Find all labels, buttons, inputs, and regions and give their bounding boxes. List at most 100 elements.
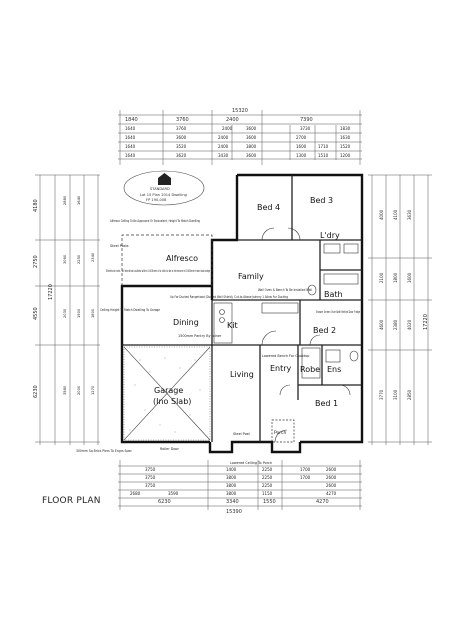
svg-text:1640: 1640 (125, 126, 136, 131)
svg-text:1600: 1600 (407, 272, 412, 283)
note-alfresco-ceiling: Alfresco Ceiling To Be Approved Or Equiv… (110, 219, 200, 223)
room-bed2: Bed 2 (313, 326, 336, 335)
svg-text:3600: 3600 (246, 135, 257, 140)
svg-text:3620: 3620 (176, 153, 187, 158)
dim-left-4: 6230 (33, 385, 39, 398)
svg-text:3600: 3600 (176, 135, 187, 140)
svg-text:2400: 2400 (218, 144, 229, 149)
svg-text:2680: 2680 (130, 491, 141, 496)
note-bench: Lowered Bench For Cooktop (262, 354, 309, 358)
dim-top-total: 15320 (232, 108, 248, 114)
svg-text:2600: 2600 (326, 475, 337, 480)
svg-text:3630: 3630 (407, 209, 412, 220)
svg-text:2400: 2400 (218, 135, 229, 140)
svg-text:3800: 3800 (226, 491, 237, 496)
room-bath: Bath (324, 290, 343, 299)
svg-text:1700: 1700 (300, 467, 311, 472)
dim-top-3: 2400 (226, 117, 239, 123)
room-robe: Robe (300, 365, 320, 374)
note-pantry: 1500mm Pantry By Joiner (178, 334, 222, 338)
room-porch: Porch (274, 430, 287, 436)
room-ens: Ens (327, 365, 341, 374)
garage-stipple (129, 357, 201, 433)
svg-text:3760: 3760 (176, 126, 187, 131)
svg-text:3730: 3730 (300, 126, 311, 131)
dim-top-4: 7390 (300, 117, 313, 123)
svg-text:2340: 2340 (91, 252, 95, 262)
note-garage-ceiling: Ceiling Height To Match Dwelling To Gara… (100, 308, 160, 312)
svg-text:2880: 2880 (63, 195, 67, 205)
room-kit: Kit (227, 321, 238, 330)
note-rangehood: Up For Ducted Rangehood (Ducted Wall Shi… (170, 295, 288, 299)
note-wall-oven: Wall Oven & Bench To Be Installed Wall (258, 288, 312, 292)
svg-text:Lot 15 Plan 2014 Dwelling: Lot 15 Plan 2014 Dwelling (140, 193, 187, 197)
dim-right-2: 2100 (379, 272, 384, 283)
svg-text:STANDARD: STANDARD (150, 187, 170, 191)
svg-text:3800: 3800 (246, 144, 257, 149)
left-dimension-strings (35, 174, 100, 445)
room-entry: Entry (270, 364, 292, 373)
svg-text:1600: 1600 (296, 144, 307, 149)
room-bed4: Bed 4 (257, 203, 280, 212)
note-electrical: Electrical note - All electrical outlets… (106, 269, 210, 273)
svg-text:1270: 1270 (91, 385, 95, 395)
dim-left-3: 4550 (33, 307, 39, 320)
svg-text:3770: 3770 (379, 389, 384, 400)
svg-text:3580: 3580 (63, 385, 67, 395)
dim-top-1: 1840 (125, 117, 138, 123)
svg-text:3750: 3750 (145, 483, 156, 488)
svg-text:3750: 3750 (145, 467, 156, 472)
svg-text:2600: 2600 (326, 483, 337, 488)
dim-right-total: 17220 (423, 314, 429, 330)
svg-text:FP 190-008: FP 190-008 (146, 198, 167, 202)
top-dimension-strings (118, 110, 362, 165)
svg-text:4270: 4270 (326, 491, 337, 496)
dim-right-1: 4000 (379, 209, 384, 220)
svg-text:2250: 2250 (77, 254, 81, 264)
dim-top-2: 3760 (176, 117, 189, 123)
svg-text:2700: 2700 (296, 135, 307, 140)
svg-text:1640: 1640 (125, 153, 136, 158)
note-roller-door: Roller Door (160, 447, 179, 451)
door-swings (261, 227, 351, 443)
dim-bottom-4: 4270 (316, 499, 329, 505)
svg-text:1520: 1520 (340, 144, 351, 149)
svg-text:1300: 1300 (296, 153, 307, 158)
room-dining: Dining (173, 318, 199, 327)
note-steel-posts: Steel Posts (110, 244, 129, 248)
svg-text:1400: 1400 (226, 467, 237, 472)
fixtures (213, 243, 359, 379)
svg-text:3430: 3430 (218, 153, 229, 158)
svg-text:2400: 2400 (222, 126, 233, 131)
svg-text:4100: 4100 (393, 209, 398, 220)
svg-text:2380: 2380 (393, 319, 398, 330)
svg-text:1710: 1710 (318, 144, 329, 149)
internal-walls (122, 175, 362, 442)
svg-text:1630: 1630 (340, 135, 351, 140)
room-living: Living (230, 370, 254, 379)
svg-text:2250: 2250 (262, 467, 273, 472)
svg-text:2000: 2000 (77, 385, 81, 395)
svg-text:4020: 4020 (407, 319, 412, 330)
note-piers: 300mm Sq Brick Piers To Engrs Spec (76, 449, 132, 453)
svg-text:1800: 1800 (91, 308, 95, 318)
room-bed3: Bed 3 (310, 196, 333, 205)
builder-logo-stamp: STANDARD Lot 15 Plan 2014 Dwelling FP 19… (123, 170, 205, 206)
dim-bottom-1: 6230 (158, 499, 171, 505)
svg-text:1150: 1150 (262, 491, 273, 496)
note-porch-ceiling: Lowered Ceiling To Porch (230, 461, 272, 465)
bottom-dimension-strings (118, 460, 362, 510)
room-garage-sub: (Ino Slab) (153, 397, 191, 406)
alfresco-outline (121, 234, 213, 286)
svg-text:1640: 1640 (77, 195, 81, 205)
svg-text:3800: 3800 (226, 475, 237, 480)
svg-text:17220: 17220 (48, 284, 54, 300)
dim-left-2: 2750 (33, 255, 39, 268)
porch-area (271, 419, 295, 443)
svg-text:2850: 2850 (407, 389, 412, 400)
svg-text:1800: 1800 (393, 272, 398, 283)
svg-text:2250: 2250 (262, 475, 273, 480)
garage-slab-hatch (123, 346, 211, 441)
room-ldry: L'dry (320, 231, 340, 240)
